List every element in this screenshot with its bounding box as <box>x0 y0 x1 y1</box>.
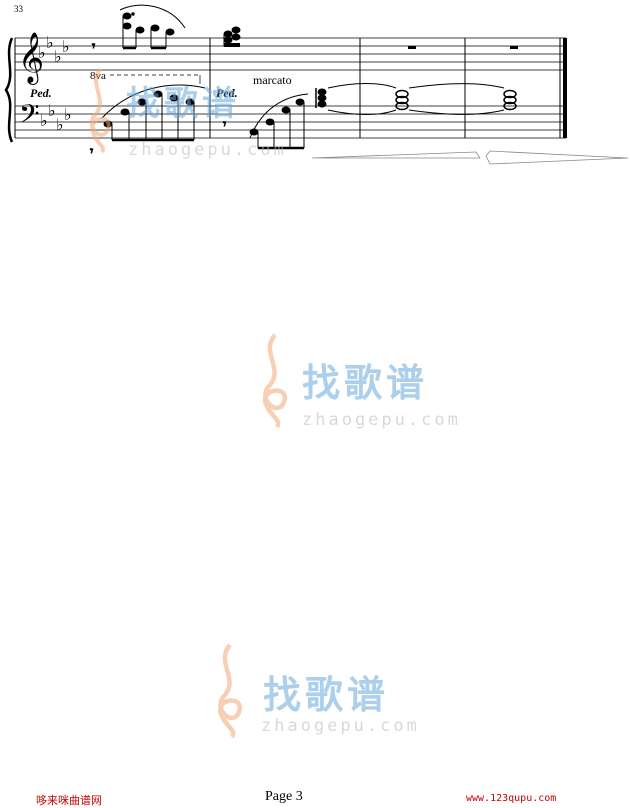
svg-text:♭: ♭ <box>64 105 72 124</box>
key-signature-treble: ♭♭♭♭ <box>38 33 70 66</box>
watermark-name-cn: 找歌谱 <box>263 673 390 717</box>
music-score-system: 33 𝄞 𝄢 ♭♭♭♭ ♭♭♭♭ 𝄾 <box>4 4 629 165</box>
bass-measure-2-notes: 𝄾 <box>223 88 327 150</box>
watermark-bottom: 找歌谱 zhaogepu.com <box>205 640 465 750</box>
hairpin-dynamics <box>311 150 629 165</box>
key-signature-bass: ♭♭♭♭ <box>40 101 72 134</box>
watermark-domain: zhaogepu.com <box>302 410 461 430</box>
whole-rest-measure-3 <box>408 46 416 49</box>
watermark-domain: zhaogepu.com <box>128 140 287 160</box>
bass-tied-chords <box>327 83 517 115</box>
treble-clef-logo-icon <box>218 643 242 739</box>
treble-staff <box>15 37 566 71</box>
treble-measure-1-notes: 𝄾 <box>92 4 186 54</box>
treble-clef: 𝄞 <box>18 32 44 85</box>
watermark-domain: zhaogepu.com <box>261 716 420 736</box>
barlines <box>14 38 561 138</box>
footer-site-link[interactable]: 哆来咪曲谱网 <box>36 794 102 807</box>
grand-staff-brace <box>4 37 14 143</box>
pedal-mark-2: Ped. <box>216 86 238 100</box>
final-barline <box>563 38 567 138</box>
watermark-name-cn: 找歌谱 <box>302 361 429 405</box>
footer-url-link[interactable]: www.123qupu.com <box>466 793 557 804</box>
watermark-name-cn: 找歌谱 <box>126 84 240 124</box>
svg-text:𝄾: 𝄾 <box>90 144 93 158</box>
watermark-top: 找歌谱 zhaogepu.com <box>78 64 318 164</box>
svg-text:♭: ♭ <box>38 43 46 62</box>
svg-text:♭: ♭ <box>54 47 62 66</box>
svg-text:𝄾: 𝄾 <box>223 117 226 131</box>
svg-text:♭: ♭ <box>46 33 54 52</box>
measure-number: 33 <box>14 4 24 14</box>
svg-text:♭: ♭ <box>62 37 70 56</box>
svg-text:♭: ♭ <box>40 111 48 130</box>
treble-clef-logo-icon <box>89 67 111 154</box>
pedal-mark-1: Ped. <box>30 86 52 100</box>
treble-clef-logo-icon <box>263 333 287 429</box>
bass-clef: 𝄢 <box>19 98 40 136</box>
treble-measure-2-notes <box>223 26 241 47</box>
page-number: Page 3 <box>265 789 303 804</box>
expression-marcato: marcato <box>253 73 292 87</box>
whole-rest-measure-4 <box>510 46 518 49</box>
svg-text:𝄾: 𝄾 <box>92 39 95 53</box>
svg-text:♭: ♭ <box>56 115 64 134</box>
svg-text:♭: ♭ <box>48 101 56 120</box>
watermark-middle: 找歌谱 zhaogepu.com <box>250 330 510 440</box>
